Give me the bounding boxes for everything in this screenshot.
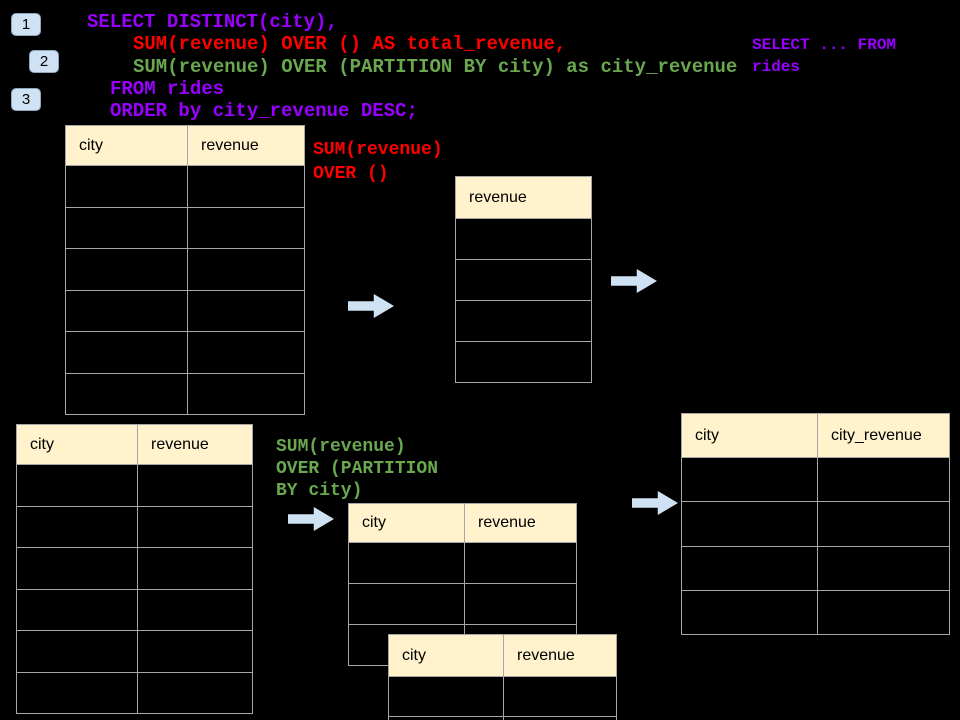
table-row	[456, 300, 591, 341]
column-header-city: city	[30, 435, 54, 453]
table-row	[17, 671, 252, 713]
table-total-revenue: revenue	[455, 176, 592, 383]
column-header-revenue: revenue	[187, 126, 304, 165]
table-row	[349, 583, 576, 624]
table-row	[66, 165, 304, 207]
arrow-right-from-total-icon	[611, 269, 657, 293]
table-row	[456, 341, 591, 382]
table-row	[17, 505, 252, 547]
step-badge-1: 1	[11, 13, 41, 36]
table-row	[17, 630, 252, 672]
table-row	[66, 289, 304, 331]
table-row	[389, 676, 616, 716]
step-badge-3: 3	[11, 88, 41, 111]
table-row	[682, 457, 949, 502]
label-sum-over-partition: SUM(revenue) OVER (PARTITION BY city)	[276, 437, 439, 501]
code-line-sum-total: SUM(revenue) OVER () AS total_revenue,	[133, 33, 567, 55]
column-header-revenue: revenue	[469, 188, 527, 206]
table-city-revenue: city city_revenue	[681, 413, 950, 635]
code-line-from: FROM rides	[110, 78, 225, 100]
code-line-sum-partition: SUM(revenue) OVER (PARTITION BY city) as…	[133, 56, 738, 78]
table-row	[682, 501, 949, 546]
table-row	[66, 248, 304, 290]
column-header-city: city	[362, 514, 386, 531]
table-partition-b: city revenue	[388, 634, 617, 720]
table-row	[682, 545, 949, 590]
table-row	[66, 331, 304, 373]
column-header-city: city	[402, 646, 426, 664]
table-row	[456, 259, 591, 300]
table-row	[66, 206, 304, 248]
table-source-bottom: city revenue	[16, 424, 253, 714]
column-header-city: city	[79, 136, 103, 154]
arrow-right-to-partition-icon	[288, 507, 334, 531]
step-badge-2: 2	[29, 50, 59, 73]
table-row	[66, 372, 304, 414]
arrow-right-to-total-icon	[348, 294, 394, 318]
table-row	[682, 589, 949, 634]
column-header-revenue: revenue	[464, 504, 576, 542]
column-header-revenue: revenue	[137, 425, 252, 464]
column-header-revenue: revenue	[503, 635, 616, 676]
side-note-select-from-rides: SELECT ... FROM rides	[752, 36, 897, 76]
code-line-order-by: ORDER by city_revenue DESC;	[110, 100, 418, 122]
table-row	[17, 588, 252, 630]
arrow-right-to-result-icon	[632, 491, 678, 515]
column-header-city-revenue: city_revenue	[817, 414, 949, 457]
table-partition-a: city revenue	[348, 503, 577, 666]
table-row	[456, 218, 591, 259]
table-row	[349, 542, 576, 583]
label-sum-over-total: SUM(revenue) OVER ()	[313, 140, 443, 184]
code-line-select: SELECT DISTINCT(city),	[87, 11, 338, 33]
table-row	[17, 464, 252, 506]
table-source-top: city revenue	[65, 125, 305, 415]
table-row	[389, 716, 616, 720]
table-row	[17, 547, 252, 589]
column-header-city: city	[695, 426, 719, 444]
